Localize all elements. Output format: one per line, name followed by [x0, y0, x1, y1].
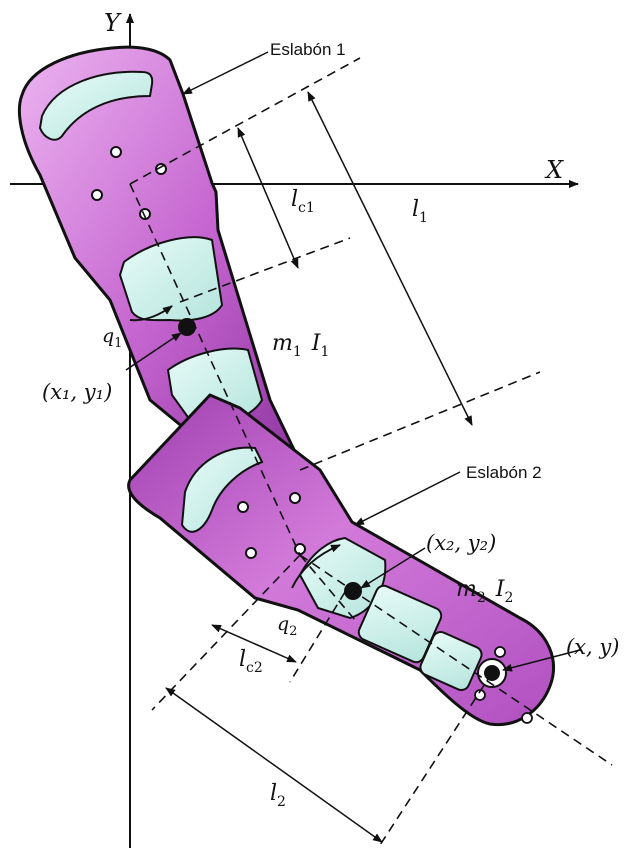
lc1-label: lc1: [291, 187, 315, 216]
ref-line: [129, 57, 361, 185]
leader-p1: [125, 332, 182, 371]
q2-label: q2: [277, 613, 297, 639]
link-2-window-top: [180, 446, 264, 533]
leader-link2: [354, 471, 461, 526]
link-1-axis-line: [129, 183, 301, 556]
x-axis-label: X: [544, 156, 564, 184]
y-axis-label: Y: [104, 9, 122, 37]
link-2-hole: [237, 501, 249, 513]
ref-line: [379, 672, 493, 846]
link-1-hole: [110, 146, 122, 158]
p1-label: (x₁, y₁): [42, 380, 112, 404]
link-2: [127, 393, 555, 727]
leader-pe: [502, 649, 581, 672]
dim-l2: [165, 687, 383, 843]
link-2-label: Eslabón 2: [466, 463, 542, 482]
dim-l1: [307, 91, 473, 426]
angle-arc-q2: [291, 544, 341, 589]
leader-link1: [182, 51, 269, 95]
link-1-window-top: [38, 70, 154, 141]
l1-label: l1: [412, 197, 428, 226]
link-2-hole: [494, 646, 506, 658]
p2-label: (x₂, y₂): [426, 531, 496, 555]
lc2-label: lc2: [239, 647, 263, 676]
link-1: [17, 45, 302, 474]
q1-label: q1: [102, 325, 122, 351]
l2-label: l2: [270, 781, 286, 810]
end-effector-point: [484, 665, 500, 681]
ref-line: [299, 371, 541, 471]
link-1-center-of-mass: [178, 318, 196, 336]
link-2-hole: [289, 492, 301, 504]
leader-p2: [360, 547, 426, 589]
link-2-center-of-mass: [344, 582, 362, 600]
angle-arc-q1: [129, 305, 173, 322]
link-2-hole: [245, 547, 257, 559]
dim-lc2: [211, 624, 297, 663]
dim-lc1: [237, 127, 299, 269]
link-1-hole: [91, 189, 103, 201]
ref-line: [289, 591, 346, 683]
end-effector-label: (x, y): [566, 635, 619, 659]
link-1-label: Eslabón 1: [270, 40, 346, 59]
link-2-hole: [521, 712, 533, 724]
link-2-window-rect: [419, 630, 483, 692]
